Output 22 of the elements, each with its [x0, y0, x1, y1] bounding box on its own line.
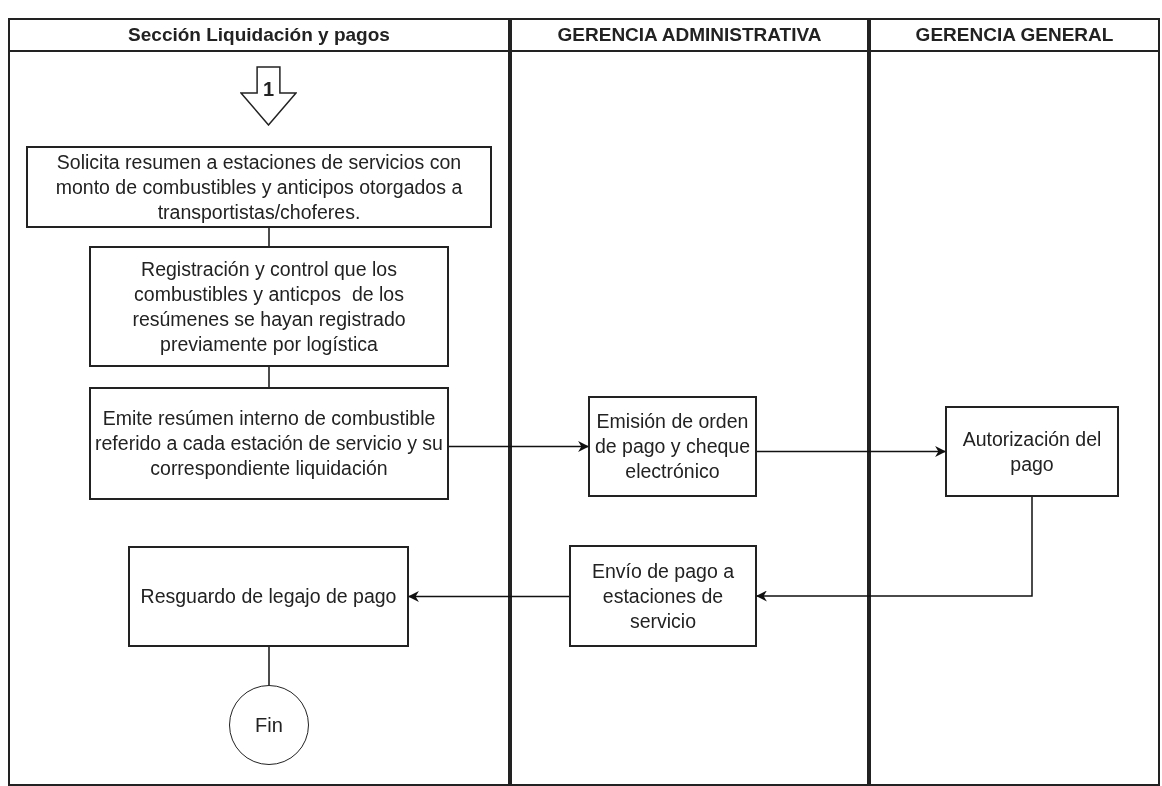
process-box: Autorización del pago: [945, 406, 1119, 497]
off-page-connector: 1: [240, 66, 297, 126]
process-box: Registración y control que los combustibles y anticpos de los resúmenes se hayan registrado previamente por logística: [89, 246, 449, 367]
lane-header: GERENCIA GENERAL: [871, 20, 1158, 52]
process-box: Solicita resumen a estaciones de servicios con monto de combustibles y anticipos otorgados a transportistas/choferes.: [26, 146, 492, 228]
lane-header: Sección Liquidación y pagos: [10, 20, 508, 52]
arrow: [407, 591, 570, 602]
process-box: Resguardo de legajo de pago: [128, 546, 409, 647]
process-box: Envío de pago a estaciones de servicio: [569, 545, 757, 647]
swimlane: [8, 18, 510, 786]
arrow: [755, 496, 1033, 602]
lane-header: GERENCIA ADMINISTRATIVA: [512, 20, 867, 52]
end-circle: Fin: [229, 685, 309, 765]
connector-line: [268, 227, 270, 247]
connector-line: [268, 646, 270, 686]
process-box: Emite resúmen interno de combustible referido a cada estación de servicio y su correspondiente liquidación: [89, 387, 449, 500]
process-box: Emisión de orden de pago y cheque electrónico: [588, 396, 757, 497]
swimlane: [510, 18, 869, 786]
arrow: [448, 441, 590, 452]
swimlane: [869, 18, 1160, 786]
arrow: [756, 446, 947, 457]
connector-line: [268, 366, 270, 388]
